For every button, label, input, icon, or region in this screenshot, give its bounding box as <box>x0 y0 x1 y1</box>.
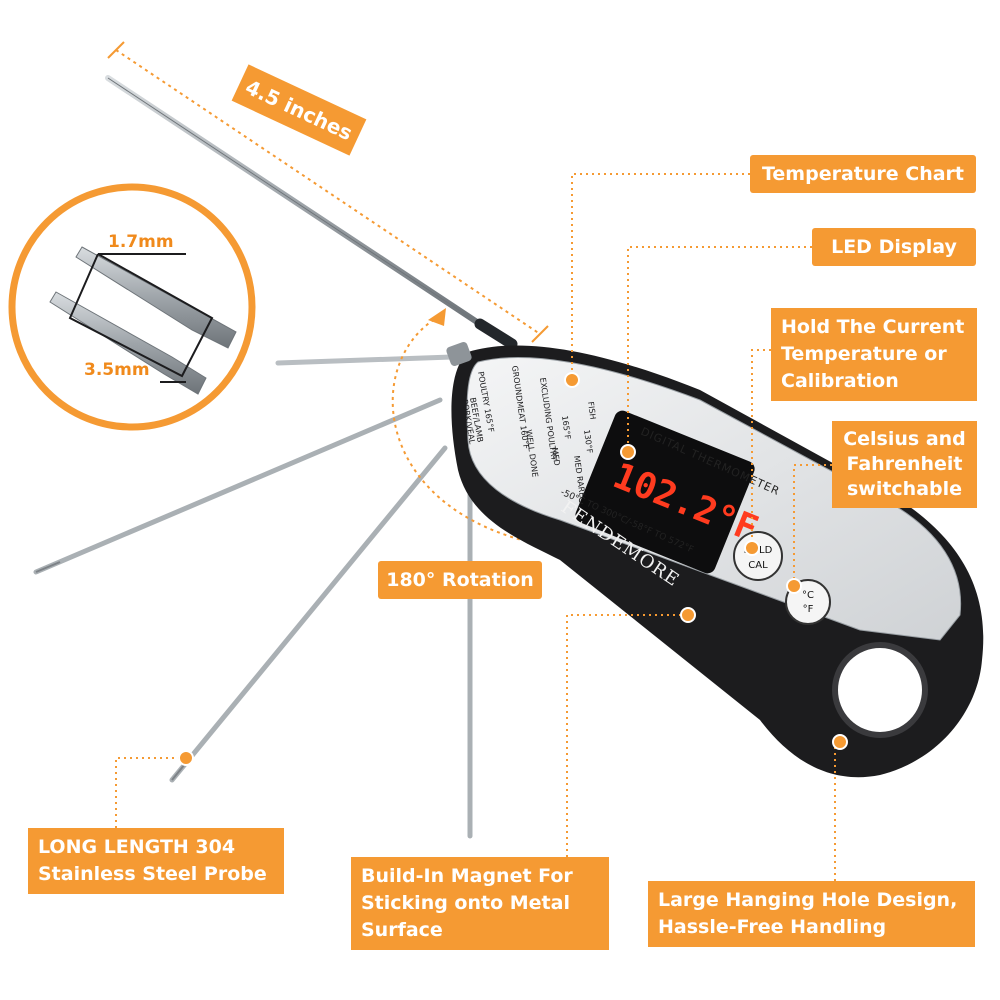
callout-hold-calibration: Hold The Current Temperature or Calibrat… <box>771 308 977 401</box>
fahrenheit-label: °F <box>803 604 814 615</box>
ghost-probe-1 <box>275 354 455 366</box>
callout-line: LONG LENGTH 304 <box>38 836 236 858</box>
ghost-probe-3 <box>169 445 448 783</box>
callout-line: Stainless Steel Probe <box>38 863 267 885</box>
callout-line: Surface <box>361 919 443 941</box>
callout-led-display: LED Display <box>812 228 976 266</box>
chart-col3-line2: 165°F <box>560 415 572 440</box>
leader-dots <box>178 372 848 766</box>
callout-line: LED Display <box>831 236 957 258</box>
callout-line: Build-In Magnet For <box>361 865 573 887</box>
callout-temperature-chart: Temperature Chart <box>750 155 976 193</box>
callout-line: Hold The Current <box>781 316 965 338</box>
callout-hanging-hole: Large Hanging Hole Design, Hassle-Free H… <box>648 881 975 947</box>
callout-celsius-fahrenheit: Celsius and Fahrenheit switchable <box>832 421 977 508</box>
leader-lines <box>115 173 836 881</box>
chart-col4-line1: FISH <box>586 401 597 420</box>
shaft-diameter-label: 3.5mm <box>84 360 150 380</box>
celsius-label: °C <box>802 590 814 601</box>
tip-magnifier <box>8 183 256 431</box>
main-probe <box>105 75 518 350</box>
length-measure <box>107 41 549 343</box>
callout-line: Temperature or <box>781 343 947 365</box>
cal-label: CAL <box>748 560 768 571</box>
tip-diameter-label: 1.7mm <box>108 232 174 252</box>
ghost-probe-2 <box>33 397 443 575</box>
callout-line: Hassle-Free Handling <box>658 916 887 938</box>
callout-line: Calibration <box>781 370 899 392</box>
callout-line: Sticking onto Metal <box>361 892 570 914</box>
hanging-hole <box>832 642 928 738</box>
callout-steel-probe: LONG LENGTH 304 Stainless Steel Probe <box>28 828 284 894</box>
callout-line: Fahrenheit <box>846 453 963 475</box>
callout-line: switchable <box>846 478 963 500</box>
callout-line: Celsius and <box>843 428 966 450</box>
rotation-ghost-probes <box>33 354 473 839</box>
callout-line: Temperature Chart <box>761 163 965 185</box>
callout-line: 180° Rotation <box>386 569 534 591</box>
callout-rotation: 180° Rotation <box>378 561 542 599</box>
callout-line: Large Hanging Hole Design, <box>658 889 958 911</box>
chart-col3-line3: MED <box>550 447 561 466</box>
callout-magnet: Build-In Magnet For Sticking onto Metal … <box>351 857 609 950</box>
hold-cal-button[interactable]: HOLD CAL <box>733 531 783 581</box>
chart-col4-line2: 130°F <box>582 429 594 454</box>
